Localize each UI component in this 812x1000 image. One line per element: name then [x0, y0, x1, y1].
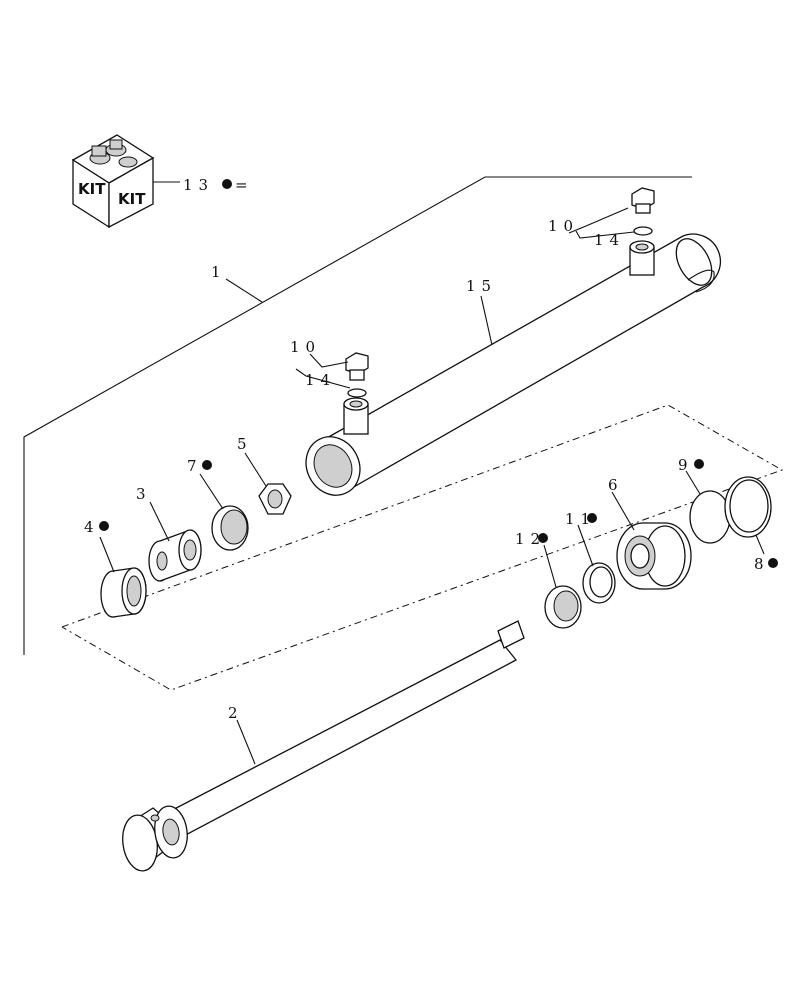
callout-7: 7	[187, 457, 203, 475]
callout-10-lower: 10	[290, 338, 321, 356]
callout-14-lower: 14	[305, 371, 336, 389]
seal-part-7	[211, 505, 249, 551]
callout-12-kit-dot	[538, 533, 548, 543]
callout-11: 11	[565, 510, 596, 528]
ring-part-11	[582, 562, 616, 604]
callout-3: 3	[136, 485, 152, 503]
callout-11-kit-dot	[587, 513, 597, 523]
callout-8: 8	[754, 555, 770, 573]
callout-9-kit-dot	[694, 459, 704, 469]
callout-9: 9	[678, 456, 694, 474]
callout-15: 15	[466, 277, 497, 295]
kit-label-right: KIT	[118, 190, 146, 208]
cylinder-barrel	[305, 233, 721, 496]
kit-marker-dot	[222, 179, 232, 189]
backup-ring-part-8	[724, 476, 772, 538]
callout-kit-equals: =	[235, 176, 254, 194]
kit-label-left: KIT	[78, 180, 106, 198]
callout-4: 4	[84, 518, 100, 536]
oring-part-9	[689, 490, 731, 544]
callout-8-kit-dot	[768, 558, 778, 568]
callout-5: 5	[237, 435, 253, 453]
callout-14-upper: 14	[594, 231, 625, 249]
callout-1: 1	[211, 263, 227, 281]
callout-13: 13	[183, 176, 214, 194]
gland-part-6	[616, 522, 692, 590]
kit-boundary	[61, 404, 784, 691]
plug-lower	[345, 352, 369, 398]
callout-6: 6	[608, 476, 624, 494]
callouts: 13 = 1 15 10 14 10 14 5 7 3 4 6 9 11 12 …	[84, 176, 778, 722]
kit-box-icon: KIT KIT	[71, 134, 180, 229]
leader-lines	[99, 207, 765, 765]
nut-part-5	[258, 483, 292, 515]
callout-10-upper: 10	[548, 217, 579, 235]
seal-part-12	[544, 585, 582, 629]
piston-rod	[122, 620, 525, 872]
callout-2: 2	[228, 704, 244, 722]
wear-ring-part-4	[100, 567, 147, 618]
plug-upper	[631, 187, 655, 236]
piston-part-3	[148, 529, 202, 582]
assembly-outline	[23, 176, 692, 655]
callout-7-kit-dot	[202, 460, 212, 470]
callout-4-kit-dot	[99, 521, 109, 531]
callout-12: 12	[515, 530, 546, 548]
